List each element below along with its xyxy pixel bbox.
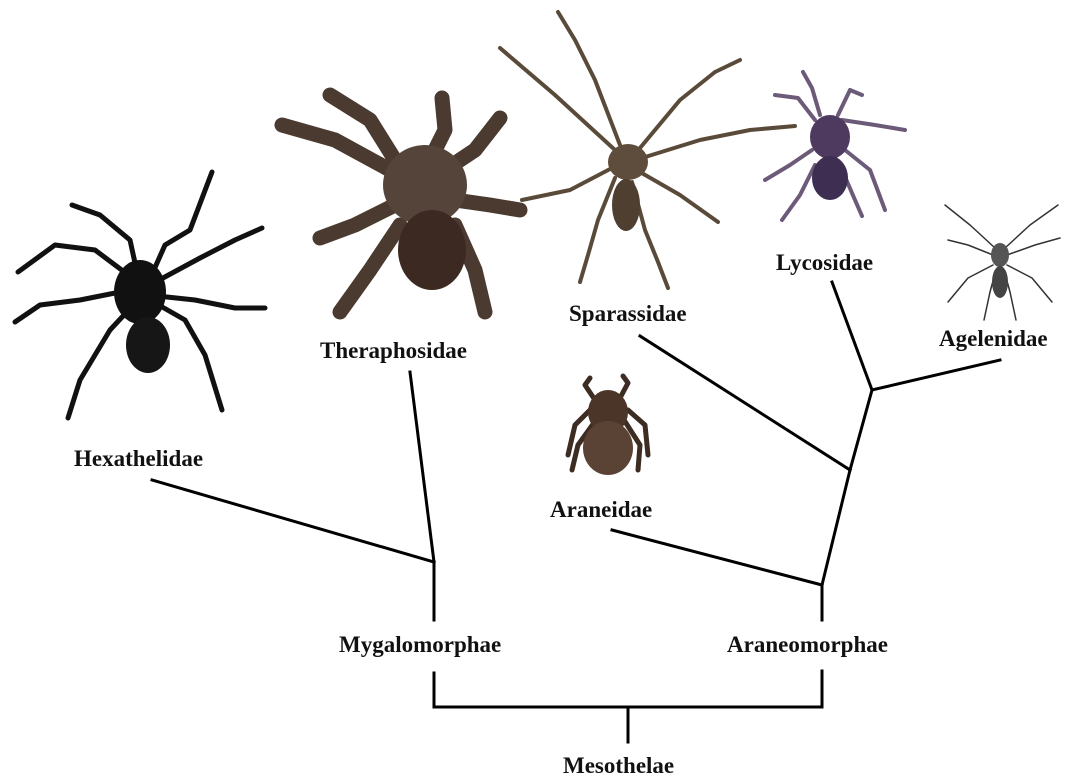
branch-to-hexathelidae: [152, 480, 434, 562]
branch-to-agelenidae: [872, 360, 1000, 390]
hexathelidae-spider-image: [15, 172, 265, 418]
branch-to-sparassidae: [640, 336, 850, 470]
label-agelenidae: Agelenidae: [939, 327, 1048, 350]
sparassidae-spider-image: [500, 12, 795, 288]
label-araneidae: Araneidae: [550, 498, 652, 521]
label-theraphosidae: Theraphosidae: [320, 339, 467, 362]
theraphosidae-spider-image: [282, 95, 520, 312]
lycosidae-spider-image: [765, 72, 905, 220]
branch-araneomorphae-inner: [822, 470, 850, 585]
agelenidae-spider-image: [945, 205, 1060, 320]
label-hexathelidae: Hexathelidae: [74, 447, 203, 470]
label-mygalomorphae: Mygalomorphae: [339, 633, 501, 656]
branch-inner-upper: [850, 390, 872, 470]
branch-to-lycosidae: [832, 282, 872, 390]
label-sparassidae: Sparassidae: [569, 302, 687, 325]
araneidae-spider-image: [568, 376, 648, 475]
branch-to-araneidae: [612, 530, 822, 585]
label-lycosidae: Lycosidae: [776, 251, 873, 274]
branch-to-theraphosidae: [410, 372, 434, 562]
label-mesothelae: Mesothelae: [563, 754, 674, 777]
label-araneomorphae: Araneomorphae: [727, 633, 888, 656]
